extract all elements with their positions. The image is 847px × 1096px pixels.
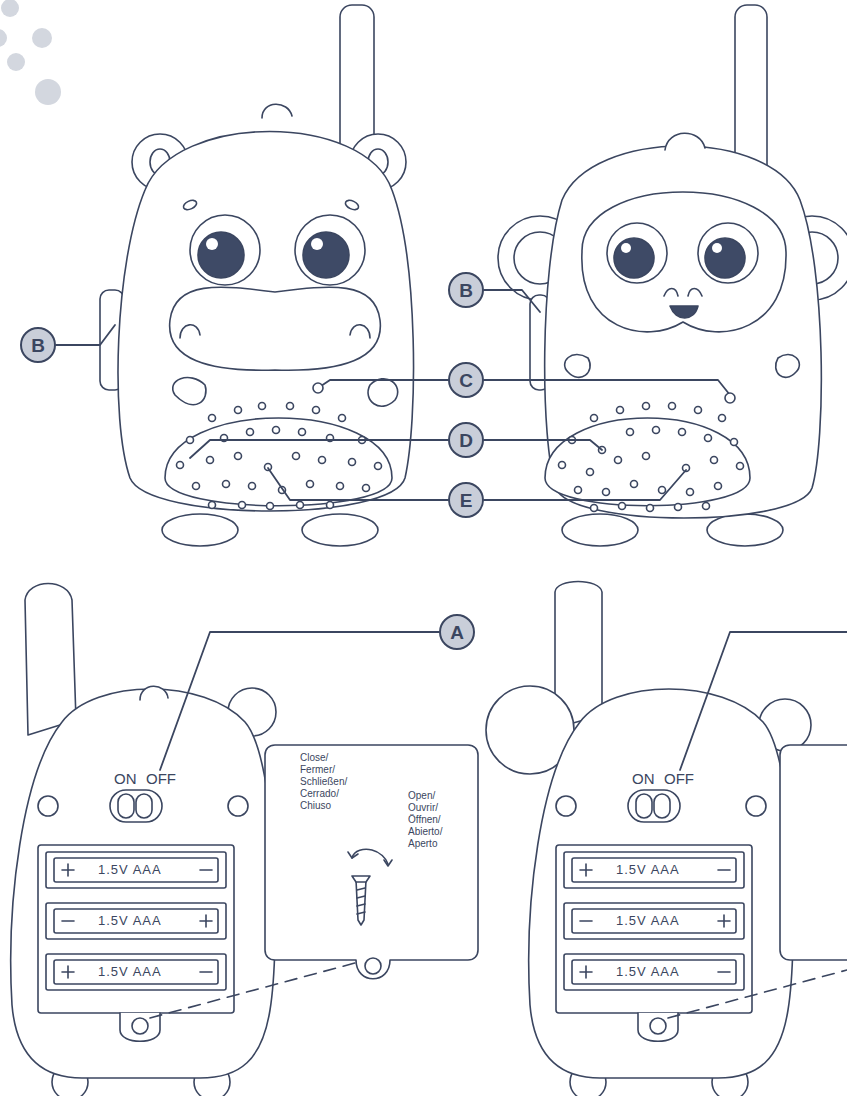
callout-circle: B	[20, 327, 56, 363]
battery-label: 1.5V AAA	[98, 862, 162, 877]
battery-label: 1.5V AAA	[98, 913, 162, 928]
callout-letter: B	[459, 281, 473, 300]
battery-label: 1.5V AAA	[616, 862, 680, 877]
screw-symbol	[348, 849, 392, 925]
leader-lines	[56, 290, 847, 770]
callout-circle: D	[448, 422, 484, 458]
battery-row	[46, 852, 226, 990]
callout-letter: A	[450, 623, 464, 642]
monkey-front	[498, 5, 847, 546]
switch-label: OFF	[664, 770, 694, 787]
callout-circle: B	[448, 272, 484, 308]
instruction-text: Open/ Ouvrir/ Öffnen/ Abierto/ Aperto	[408, 790, 464, 850]
battery-label: 1.5V AAA	[616, 913, 680, 928]
monkey-back	[486, 582, 847, 1096]
decor-dots	[0, 0, 61, 105]
callout-letter: B	[31, 336, 45, 355]
instruction-text: Close/ Fermer/ Schließen/ Cerrado/ Chius…	[300, 752, 362, 812]
callout-circle: A	[439, 614, 475, 650]
callout-letter: C	[459, 371, 473, 390]
callout-circle: E	[448, 482, 484, 518]
battery-label: 1.5V AAA	[616, 964, 680, 979]
battery-row	[564, 852, 744, 990]
switch-label: ON	[632, 770, 655, 787]
hippo-back	[11, 584, 478, 1096]
battery-label: 1.5V AAA	[98, 964, 162, 979]
callout-letter: D	[459, 431, 473, 450]
callout-letter: E	[460, 491, 473, 510]
switch-label: ON	[114, 770, 137, 787]
callout-circle: C	[448, 362, 484, 398]
hippo-front	[100, 5, 414, 546]
switch-label: OFF	[146, 770, 176, 787]
